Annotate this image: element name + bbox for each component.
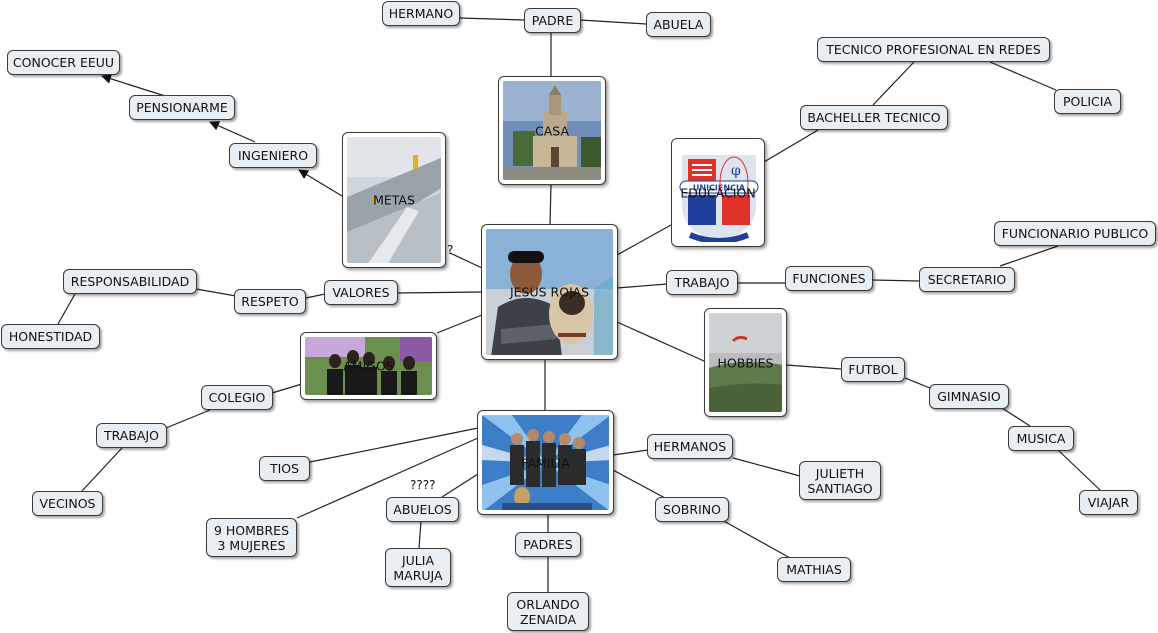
amigos-label: AMIGOS: [343, 358, 394, 374]
node-respeto[interactable]: RESPETO: [234, 289, 306, 314]
link-funciones-secretario: [872, 279, 920, 282]
link-hermanos-julieth: [732, 457, 801, 477]
uniciencia-logo: φ UNICIENCIA: [676, 143, 760, 242]
familia-band-photo: [482, 415, 609, 510]
link-center-educacion: [616, 224, 672, 256]
node-secretario[interactable]: SECRETARIO: [919, 267, 1015, 292]
connector-lines: [57, 17, 1101, 592]
link-trabajo-vecinos: [81, 447, 123, 492]
link-familia-hermanos: [612, 449, 649, 456]
center-node-jesus-rojas[interactable]: JESUS ROJAS: [481, 224, 618, 360]
node-tecnico-redes[interactable]: TECNICO PROFESIONAL EN REDES: [817, 37, 1050, 62]
link-futbol-gimnasio: [904, 377, 931, 389]
logo-text: UNICIENCIA: [693, 184, 746, 193]
node-conocer-eeuu[interactable]: CONOCER EEUU: [7, 50, 120, 75]
educacion-label: EDUCACION: [680, 185, 756, 200]
link-metas-ingeniero: [298, 169, 343, 197]
link-pensionarme-conocer: [101, 73, 166, 97]
node-valores[interactable]: VALORES: [324, 280, 398, 305]
node-viajar[interactable]: VIAJAR: [1079, 490, 1138, 515]
node-responsabilidad[interactable]: RESPONSABILIDAD: [63, 269, 197, 294]
link-ingeniero-pensionarme: [209, 121, 256, 143]
node-honestidad[interactable]: HONESTIDAD: [1, 324, 100, 349]
image-node-casa[interactable]: CASA: [498, 76, 606, 185]
node-padres[interactable]: PADRES: [515, 532, 581, 557]
center-label: JESUS ROJAS: [509, 284, 590, 300]
node-bachiller-tecnico[interactable]: BACHELLER TECNICO: [800, 105, 948, 130]
link-familia-tios: [309, 427, 479, 463]
link-abuelos-julia: [418, 520, 422, 549]
node-orlando-zenaida[interactable]: ORLANDO ZENAIDA: [507, 592, 589, 631]
node-vecinos[interactable]: VECINOS: [32, 491, 103, 516]
link-label-metas: ?: [447, 243, 454, 257]
link-familia-sobrino: [612, 469, 666, 499]
casa-label: CASA: [535, 123, 569, 138]
image-node-metas[interactable]: METAS: [342, 132, 446, 268]
link-gimnasio-musica: [1001, 407, 1031, 427]
link-label-abuelos: ????: [410, 478, 436, 492]
link-center-valores: [397, 291, 483, 294]
link-bachiller-tecnico: [872, 61, 915, 106]
image-node-amigos[interactable]: AMIGOS: [300, 332, 437, 400]
link-center-amigos: [436, 314, 483, 334]
link-musica-viajar: [1057, 449, 1101, 491]
node-abuelos[interactable]: ABUELOS: [386, 497, 459, 522]
node-padre[interactable]: PADRE: [524, 8, 581, 33]
link-amigos-colegio: [271, 383, 303, 394]
hobbies-paraglide-photo: [709, 313, 782, 412]
node-sobrino[interactable]: SOBRINO: [655, 497, 729, 522]
node-trabajo-left[interactable]: TRABAJO: [96, 423, 167, 448]
link-valores-respeto: [305, 293, 326, 299]
node-pensionarme[interactable]: PENSIONARME: [129, 95, 235, 120]
link-familia-hombres: [296, 437, 479, 519]
node-colegio[interactable]: COLEGIO: [201, 385, 273, 410]
node-ingeniero[interactable]: INGENIERO: [229, 143, 317, 168]
link-tecnico-policia: [989, 61, 1057, 91]
link-sobrino-mathias: [721, 519, 791, 559]
link-responsabilidad-honestidad: [57, 293, 76, 325]
metas-label: METAS: [373, 192, 415, 208]
node-funciones[interactable]: FUNCIONES: [785, 266, 873, 291]
link-center-metas: [449, 252, 483, 269]
node-julieth-santiago[interactable]: JULIETH SANTIAGO: [799, 461, 881, 500]
node-mathias[interactable]: MATHIAS: [777, 557, 851, 582]
node-hermanos[interactable]: HERMANOS: [647, 434, 733, 459]
link-secretario-funcionario: [999, 245, 1059, 267]
hobbies-label: HOBBIES: [717, 355, 774, 370]
amigos-group-photo: [305, 337, 432, 395]
image-node-hobbies[interactable]: HOBBIES: [704, 308, 787, 417]
node-futbol[interactable]: FUTBOL: [841, 357, 905, 382]
node-musica[interactable]: MUSICA: [1008, 426, 1074, 451]
node-gimnasio[interactable]: GIMNASIO: [929, 384, 1009, 409]
link-respeto-responsabilidad: [195, 288, 237, 297]
node-policia[interactable]: POLICIA: [1054, 89, 1121, 114]
link-padre-abuela: [579, 19, 647, 25]
casa-church-photo: [503, 81, 601, 180]
link-padre-hermano: [459, 17, 525, 21]
node-funcionario-publico[interactable]: FUNCIONARIO PUBLICO: [994, 221, 1156, 246]
link-hobbies-futbol: [785, 364, 842, 370]
node-tios[interactable]: TIOS: [259, 456, 310, 481]
profile-photo: [486, 229, 613, 355]
image-node-educacion[interactable]: φ UNICIENCIA EDUCACION: [671, 138, 765, 247]
link-center-trabajo: [616, 283, 668, 289]
metas-airplane-photo: [347, 137, 441, 263]
familia-label: FAMILIA: [521, 455, 570, 470]
image-node-familia[interactable]: FAMILIA: [477, 410, 614, 515]
link-educacion-bachiller: [763, 129, 819, 163]
node-abuela[interactable]: ABUELA: [646, 12, 711, 37]
node-hermano[interactable]: HERMANO: [382, 1, 460, 26]
link-colegio-trabajo: [165, 409, 211, 429]
node-9-hombres[interactable]: 9 HOMBRES 3 MUJERES: [206, 518, 297, 557]
node-julia-maruja[interactable]: JULIA MARUJA: [385, 548, 451, 587]
link-center-hobbies: [616, 321, 705, 362]
svg-text:φ: φ: [731, 163, 741, 179]
node-trabajo-right[interactable]: TRABAJO: [666, 270, 738, 295]
link-center-casa: [549, 184, 552, 226]
link-familia-abuelos: [441, 473, 479, 498]
